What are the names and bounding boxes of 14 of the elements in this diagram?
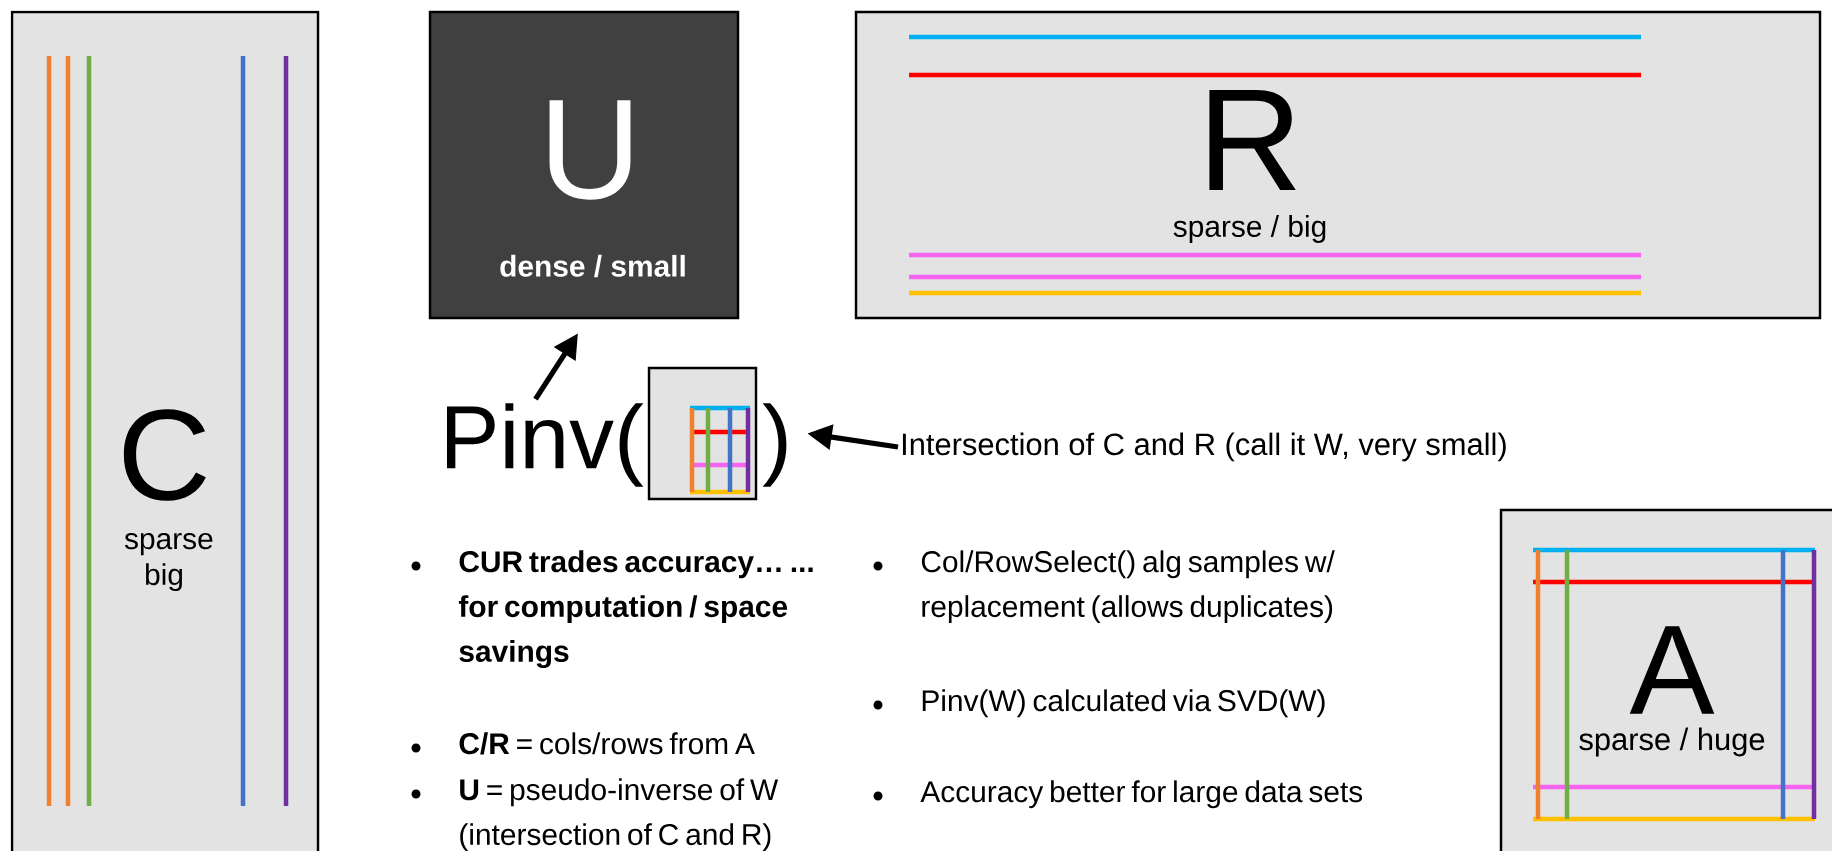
matrix-box bbox=[647, 366, 758, 501]
matrix-box: R sparse / big bbox=[854, 10, 1822, 320]
bullet-text: Pinv(W) calculated via SVD(W) bbox=[922, 689, 1325, 718]
bullet-text: C/R = cols/rows from A bbox=[459, 732, 755, 755]
bullet-text: Accuracy better for large data sets bbox=[920, 780, 1363, 809]
closing-paren: ) bbox=[762, 403, 787, 487]
bullet-text: CUR trades accuracy… ... for computation / space savings bbox=[458, 550, 813, 668]
matrix-box: U dense / small bbox=[428, 10, 740, 320]
function-text: Pinv( bbox=[447, 403, 644, 487]
annotation-text: Intersection of C and R (call it W, very small) bbox=[902, 432, 1506, 462]
bullet-text: Col/RowSelect() alg samples w/ replacement (allows duplicates) bbox=[921, 550, 1335, 623]
matrix-box: C sparse big bbox=[10, 10, 320, 851]
bullet-text: U = pseudo-inverse of W (intersection of C and R) bbox=[460, 778, 779, 851]
matrix-box: A sparse / huge bbox=[1499, 508, 1832, 851]
